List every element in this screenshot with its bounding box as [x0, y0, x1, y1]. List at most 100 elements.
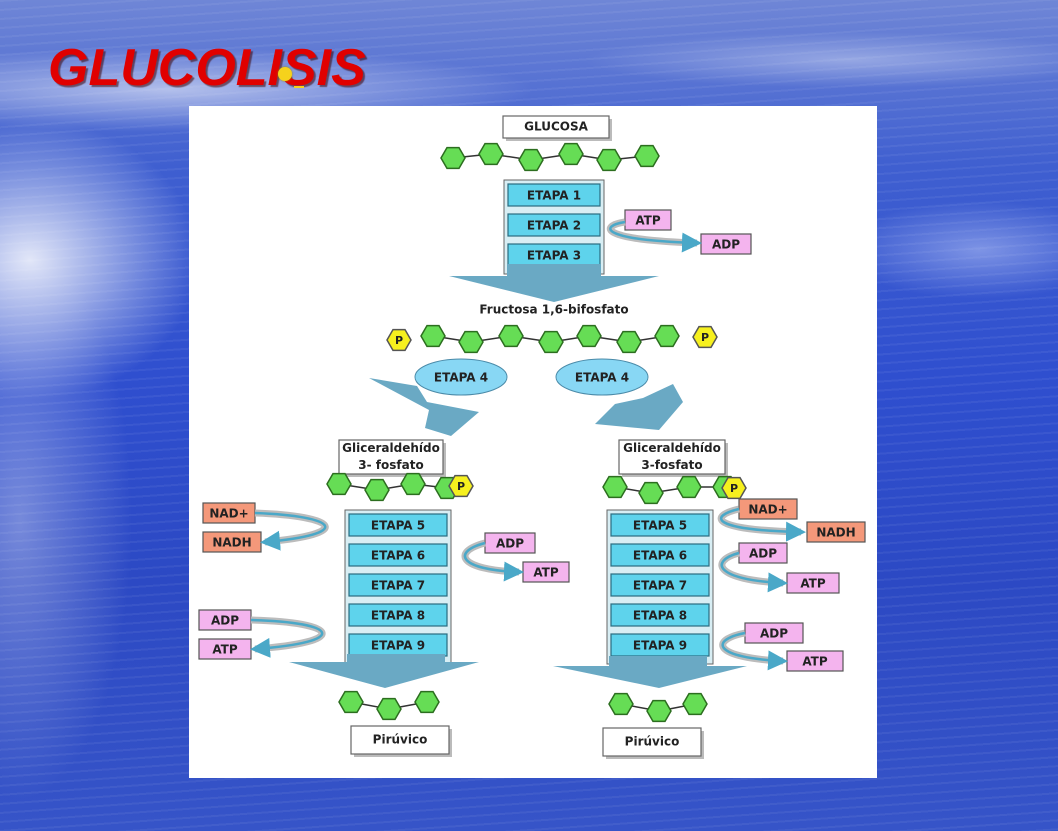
step-box [507, 213, 601, 237]
phosphate-label: P [701, 331, 709, 344]
g3p-right-box [618, 439, 726, 475]
step-label: ETAPA 6 [633, 549, 687, 563]
hexagon-icon [440, 146, 466, 170]
g3p-left-box [338, 439, 444, 475]
funnel-arrow-right [553, 666, 747, 688]
ellipse-step4-right [555, 358, 649, 396]
right-adp9-arrow [721, 631, 788, 671]
hexagon-icon [326, 472, 352, 496]
atp-to-adp-arrow [609, 220, 702, 253]
left-adp6-box-label: ADP [496, 537, 524, 551]
right-adp-atp-arrow [720, 551, 788, 593]
right-nadh-box-label: NADH [816, 526, 855, 540]
left-adp-atp-arrow [463, 541, 524, 582]
right-nadh-box [806, 521, 866, 543]
right-nad-box-label: NAD+ [748, 503, 787, 517]
hexagon-icon [616, 330, 642, 354]
left-nad-box-label: NAD+ [209, 507, 248, 521]
hexagon-icon [338, 690, 364, 714]
ellipse-step4-left [414, 358, 508, 396]
big-arrow-left [369, 378, 479, 436]
g3p-right-box-text: Gliceraldehído [623, 441, 721, 455]
funnel-stem-left [347, 654, 445, 664]
right-atp9-box-label: ATP [802, 655, 828, 669]
phosphate-g3p-left-icon [448, 474, 474, 498]
step-label: ETAPA 6 [371, 549, 425, 563]
glycolysis-svg: GLUCOSA ETAPA 1 ETAPA 2 ETAPA 3 ATP ADP Fructo… [198, 115, 866, 759]
pyruvate-right-box [602, 727, 702, 757]
hexagon-icon [634, 144, 660, 168]
phosphate-right-icon [692, 325, 718, 349]
hexagon-icon [414, 690, 440, 714]
g3p-left-box-text: Gliceraldehído [342, 441, 440, 455]
hexagon-icon [364, 478, 390, 502]
hexagon-icon [518, 148, 544, 172]
pyruvate-left-box [350, 725, 450, 755]
step-box [348, 543, 448, 567]
bullet-underline [294, 86, 304, 88]
hexagon-icon [498, 324, 524, 348]
slide-title: GLUCOLISIS [48, 39, 366, 97]
left-adp9-arrow [250, 618, 324, 658]
hexagon-icon [538, 330, 564, 354]
hexagon-icon [420, 324, 446, 348]
hexagon-icon [646, 699, 672, 723]
atp-box [624, 209, 672, 231]
atp-box-label: ATP [635, 214, 661, 228]
step-label: ETAPA 8 [371, 609, 425, 623]
right-adp9-box-label: ADP [760, 627, 788, 641]
right-nad-arrow [720, 507, 806, 542]
step-label: ETAPA 3 [527, 249, 581, 263]
left-nad-arrow-bg [254, 509, 329, 546]
step-box [348, 573, 448, 597]
step-label: ETAPA 2 [527, 219, 581, 233]
step-label: ETAPA 9 [371, 639, 425, 653]
funnel-stem-right [609, 656, 707, 668]
phosphate-label: P [395, 334, 403, 347]
step4-right-label: ETAPA 4 [575, 371, 629, 385]
step4-left-label: ETAPA 4 [434, 371, 488, 385]
hexagon-icon [558, 142, 584, 166]
step-label: ETAPA 7 [633, 579, 687, 593]
hexagon-icon [458, 330, 484, 354]
left-atp6-box-label: ATP [533, 566, 559, 580]
step-label: ETAPA 8 [633, 609, 687, 623]
hexagon-icon [576, 324, 602, 348]
hexagon-icon [638, 481, 664, 505]
bullet-dot-icon [278, 67, 292, 81]
left-atp9-box-label: ATP [212, 643, 238, 657]
step-box [610, 513, 710, 537]
step-box [610, 543, 710, 567]
step-label: ETAPA 9 [633, 639, 687, 653]
g3p-left-box-text: 3- fosfato [358, 458, 423, 472]
hexagon-icon [478, 142, 504, 166]
step-box [507, 183, 601, 207]
g3p-right-box-text: 3-fosfato [641, 458, 702, 472]
step-box [348, 513, 448, 537]
funnel-arrow-top [449, 276, 659, 302]
hexagon-icon [400, 472, 426, 496]
adp-box-label: ADP [712, 238, 740, 252]
glucose-box [502, 115, 610, 139]
phosphate-label: P [457, 480, 465, 493]
pyruvate-left-box-text: Pirúvico [373, 733, 428, 747]
step-box [610, 573, 710, 597]
phosphate-label: P [730, 482, 738, 495]
left-nad-arrow [254, 511, 327, 551]
step-label: ETAPA 1 [527, 189, 581, 203]
phosphate-g3p-right-icon [721, 476, 747, 500]
funnel-arrow-left [289, 662, 479, 688]
big-arrow-right [595, 384, 683, 430]
hexagon-icon [376, 697, 402, 721]
hexagon-icon [682, 692, 708, 716]
step-box [348, 603, 448, 627]
right-adp6-box-label: ADP [749, 547, 777, 561]
left-nadh-box-label: NADH [212, 536, 251, 550]
fructose-label: Fructosa 1,6-bifosfato [479, 303, 628, 317]
hexagon-icon [608, 692, 634, 716]
hexagon-icon [596, 148, 622, 172]
phosphate-left-icon [386, 328, 412, 352]
glucose-box-text: GLUCOSA [524, 120, 588, 134]
hexagon-icon [654, 324, 680, 348]
hexagon-icon [602, 475, 628, 499]
